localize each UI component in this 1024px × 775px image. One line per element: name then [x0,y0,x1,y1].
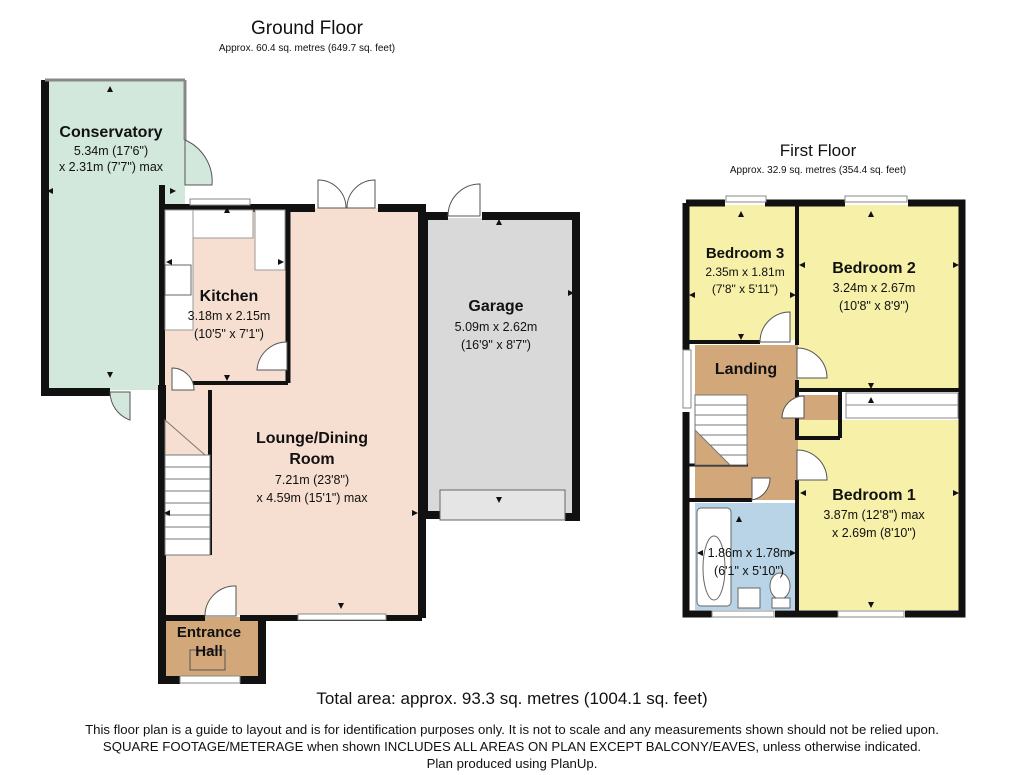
ground-stairs [164,418,211,556]
bedroom1-dim1: 3.87m (12'8") max [823,508,925,522]
ground-floor-area: Approx. 60.4 sq. metres (649.7 sq. feet) [218,43,396,54]
garage-walls [420,212,580,521]
bedroom1-floor [798,420,960,610]
bedroom3-door [759,311,791,343]
first-floor-area: Approx. 32.9 sq. metres (354.4 sq. feet) [729,165,907,176]
garage-rear-door [447,183,481,217]
kitchen-door [256,341,288,371]
conservatory-dim2: x 2.31m (7'7") max [59,160,164,174]
total-area: Total area: approx. 93.3 sq. metres (100… [316,689,708,708]
bedroom1-window [837,610,905,618]
bedroom2-window [844,195,908,203]
garage-label: Garage [468,298,523,315]
first-dimension-arrows [689,211,959,608]
garage-dim1: 5.09m x 2.62m [455,320,538,334]
bedroom1-label: Bedroom 1 [832,487,916,504]
basin [737,587,761,609]
landing-window [682,349,692,409]
garage-door [439,489,566,521]
kitchen-dim1: 3.18m x 2.15m [188,309,271,323]
first-floor-walls [682,199,966,618]
conservatory-dim1: 5.34m (17'6") [74,144,148,158]
bedroom3-label: Bedroom 3 [706,245,784,262]
entrance-hall-walls [158,618,266,684]
entrance-door [204,585,237,617]
kitchen-window [189,198,251,206]
lounge-label-2: Room [289,451,334,468]
conservatory-walls [41,78,187,396]
first-stairs [694,394,748,466]
bedroom1-door [796,449,828,481]
floor-plan-diagram: Conservatory 5.34m (17'6") x 2.31m (7'7"… [41,78,966,684]
bedroom3-dim1: 2.35m x 1.81m [705,265,784,279]
entrance-hall-floor [162,617,258,677]
ground-floor-title: Ground Floor [251,18,363,39]
lounge-patio-door-left [317,179,347,209]
bedroom2-dim1: 3.24m x 2.67m [833,281,916,295]
entrance-window [179,675,241,684]
garage-dim2: (16'9" x 8'7") [461,338,531,352]
ground-dimension-arrows [47,86,574,609]
bathroom-dim1: 1.86m x 1.78m [708,546,791,560]
disclaimer-line-2: SQUARE FOOTAGE/METERAGE when shown INCLU… [102,739,922,754]
bedroom3-window [725,195,767,203]
lounge-dim1: 7.21m (23'8") [275,473,349,487]
garage-floor [424,218,574,513]
bathroom-door [751,477,771,501]
disclaimer-line-1: This floor plan is a guide to layout and… [85,722,939,737]
conservatory-label: Conservatory [59,124,162,141]
cupboard-door [781,395,805,419]
bedroom2-door [796,347,828,379]
lounge-label-1: Lounge/Dining [256,430,368,447]
landing-label: Landing [715,361,777,378]
entrance-label-1: Entrance [177,624,241,641]
lounge-window [297,613,387,621]
lounge-dim2: x 4.59m (15'1") max [256,491,368,505]
entrance-label-2: Hall [195,643,223,660]
first-floor-title: First Floor [779,141,857,160]
bedroom2-label: Bedroom 2 [832,260,916,277]
lounge-floor [165,208,422,615]
bedroom2-floor [798,205,960,390]
bathroom-window [711,610,775,618]
bedroom1-dim2: x 2.69m (8'10") [832,526,916,540]
bedroom3-dim2: (7'8" x 5'11") [712,282,778,296]
conservatory-bottom-door [109,391,131,421]
kitchen-label: Kitchen [200,288,259,305]
lounge-patio-door-right [346,179,376,209]
bedroom2-dim2: (10'8" x 8'9") [839,299,909,313]
disclaimer-line-3: Plan produced using PlanUp. [426,756,598,771]
bathroom-dim2: (6'1" x 5'10") [714,564,784,578]
conservatory-side-door [184,139,213,186]
hall-door [171,367,195,391]
kitchen-dim2: (10'5" x 7'1") [194,327,264,341]
